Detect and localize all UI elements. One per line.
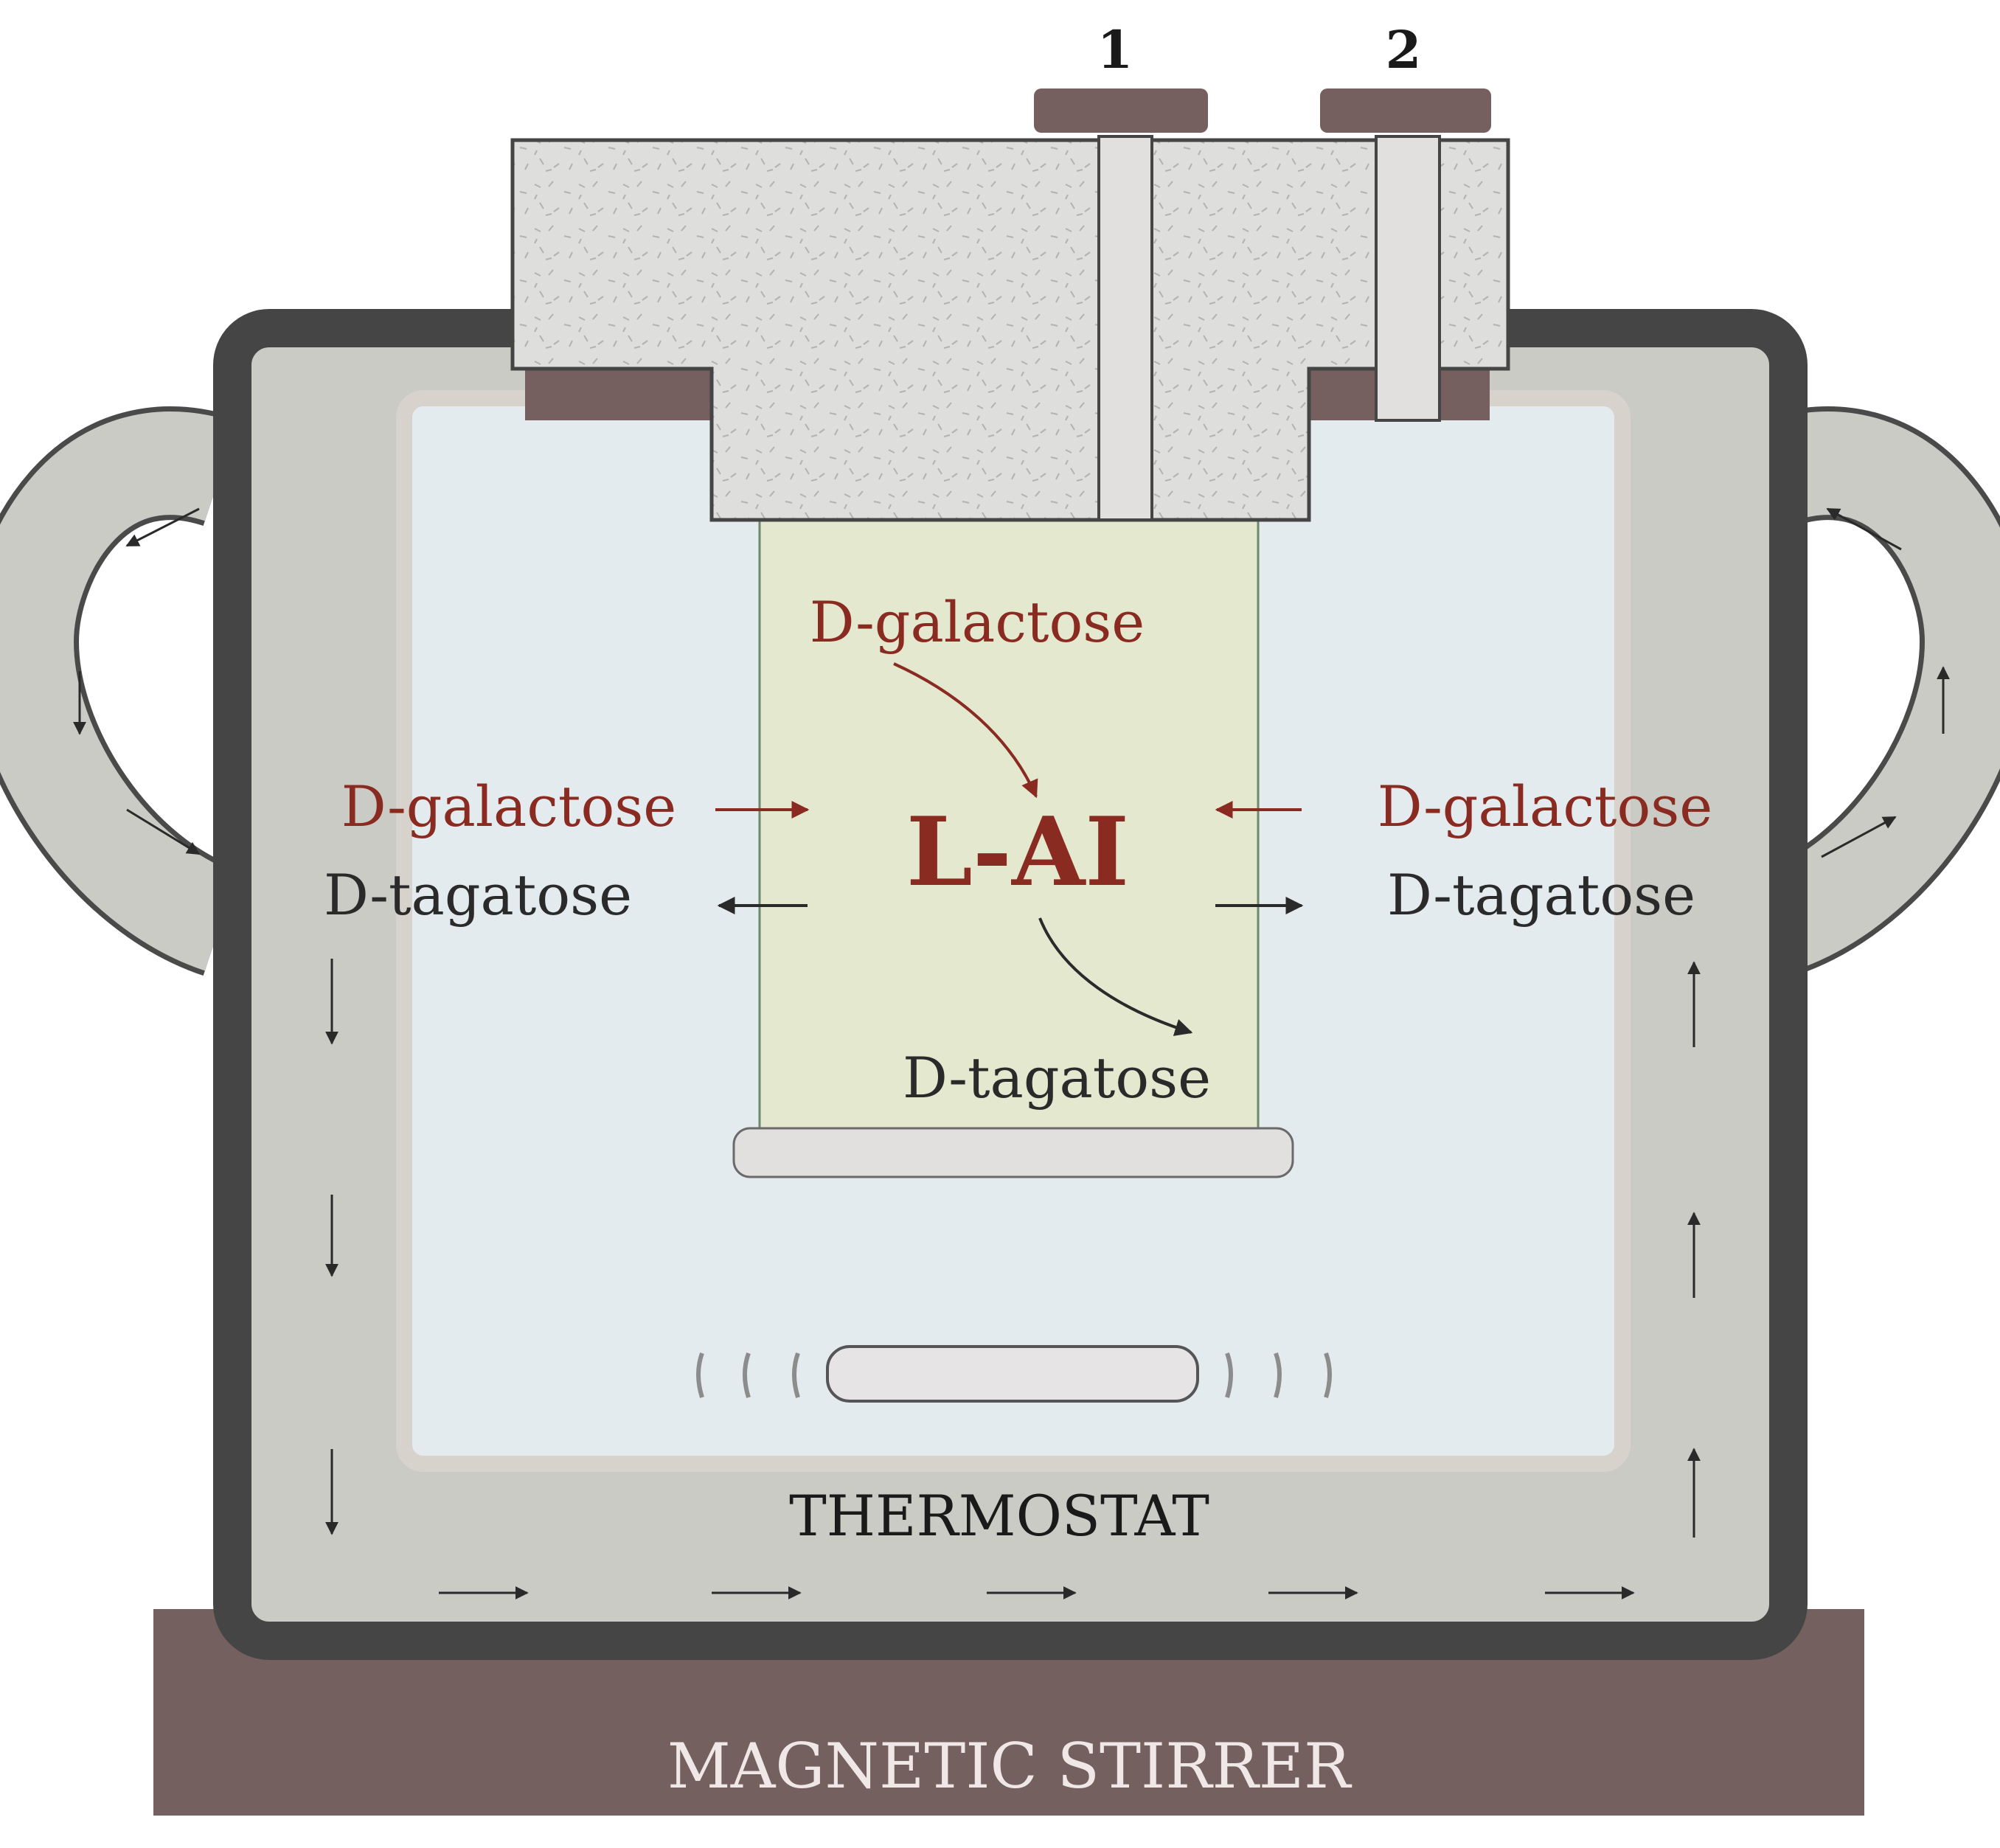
- stir-bar-icon: [826, 1345, 1199, 1403]
- port-1-cap: [1034, 88, 1208, 133]
- galactose-right-label: D-galactose: [1378, 774, 1712, 839]
- vessel-lid: [510, 138, 1510, 522]
- tagatose-bottom-label: D-tagatose: [903, 1045, 1211, 1111]
- port-1-tube: [1097, 135, 1153, 521]
- reaction-arrows: [715, 662, 1304, 1036]
- thermostat-label: THERMOSTAT: [789, 1483, 1209, 1549]
- port-2-tube: [1375, 135, 1441, 422]
- left-circulation-loop: [0, 406, 241, 976]
- flow-arrow-icon: [125, 507, 200, 547]
- port-1-label: 1: [1097, 19, 1133, 80]
- tagatose-left-label: D-tagatose: [324, 862, 632, 928]
- flow-arrow-icon: [893, 662, 1038, 799]
- right-circulation-loop: [1757, 406, 2000, 976]
- enzyme-zone-bottom-plate: [732, 1127, 1294, 1178]
- galactose-top-label: D-galactose: [810, 589, 1145, 655]
- flow-arrow-icon: [1821, 816, 1897, 858]
- tagatose-right-label: D-tagatose: [1387, 862, 1695, 928]
- flow-arrow-icon: [1826, 507, 1902, 551]
- flow-arrow-icon: [126, 808, 201, 855]
- lid-stopper-left: [525, 361, 717, 420]
- enzyme-label: L-AI: [906, 797, 1129, 908]
- flow-arrow-icon: [1038, 917, 1193, 1036]
- port-2-cap: [1320, 88, 1491, 133]
- galactose-left-label: D-galactose: [341, 774, 676, 839]
- magnetic-stirrer-label: MAGNETIC STIRRER: [667, 1730, 1353, 1802]
- stir-motion-marks: [696, 1352, 1332, 1398]
- port-2-label: 2: [1386, 19, 1422, 80]
- circulation-flow-arrows: [73, 507, 1950, 1599]
